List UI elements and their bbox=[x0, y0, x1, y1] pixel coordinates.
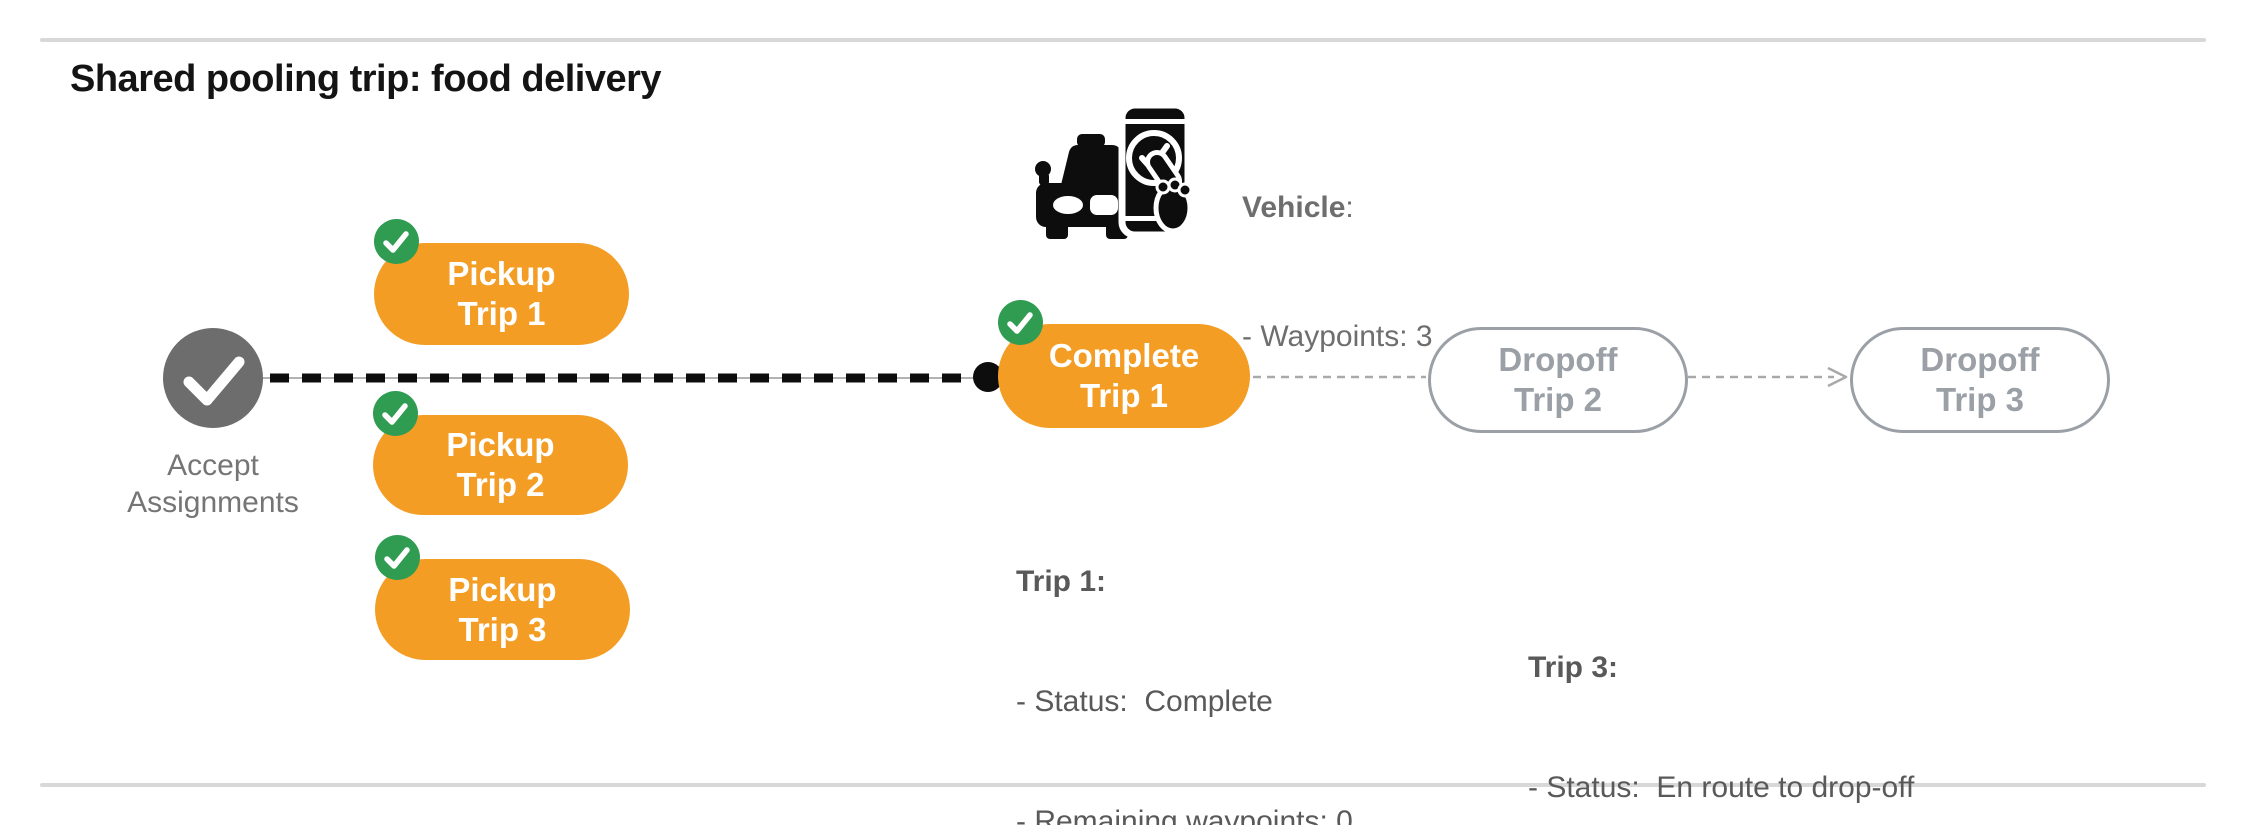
trip-3-label: Trip 3: bbox=[1528, 651, 1619, 684]
vehicle-waypoints: - Waypoints: 3 bbox=[1242, 320, 1433, 353]
arrowhead-icon bbox=[1827, 366, 1848, 388]
pickup-trip-3-node: Pickup Trip 3 bbox=[375, 535, 630, 660]
accept-assignments-node bbox=[163, 328, 263, 428]
pill-label-line2: Trip 1 bbox=[457, 295, 546, 332]
trip-1-waypoints-row: - Remaining waypoints: 0 bbox=[1016, 805, 1353, 825]
vehicle-label: Vehicle bbox=[1242, 191, 1346, 224]
pill-label-line1: Pickup bbox=[446, 426, 555, 463]
check-badge-icon bbox=[375, 535, 420, 580]
pill-label-line2: Trip 1 bbox=[1079, 377, 1169, 414]
accept-assignments-label: Accept Assignments bbox=[88, 447, 338, 521]
dropoff-trip-3-node: Dropoff Trip 3 bbox=[1850, 327, 2110, 433]
vehicle-colon: : bbox=[1345, 191, 1354, 224]
bottom-divider bbox=[40, 783, 2206, 787]
complete-trip-1-node: Complete Trip 1 bbox=[998, 300, 1250, 428]
pickup-trip-1-node: Pickup Trip 1 bbox=[374, 219, 629, 345]
pill-label-line2: Trip 2 bbox=[1513, 381, 1603, 418]
accept-label-line1: Accept bbox=[167, 449, 259, 482]
check-badge-icon bbox=[374, 219, 419, 264]
current-position-dot bbox=[973, 362, 1003, 392]
page-title: Shared pooling trip: food delivery bbox=[70, 58, 662, 100]
pill-label-line1: Dropoff bbox=[1920, 341, 2040, 378]
checkmark-icon bbox=[183, 356, 245, 406]
vehicle-label-row: Vehicle: bbox=[1242, 186, 1433, 229]
pill-label-line1: Pickup bbox=[447, 255, 556, 292]
vehicle-info: Vehicle: - Waypoints: 3 bbox=[1242, 100, 1433, 444]
trip-status-block-left: Trip 1: - Status: Complete - Remaining w… bbox=[1016, 482, 1402, 825]
pill-label-line1: Pickup bbox=[448, 570, 557, 608]
trip-3-status-row: - Status: En route to drop-off bbox=[1528, 771, 1915, 804]
pill-label-line2: Trip 3 bbox=[458, 610, 547, 648]
trip-status-block-right: Trip 3: - Status: En route to drop-off -… bbox=[1528, 568, 1914, 825]
pill-label-line2: Trip 2 bbox=[456, 466, 545, 503]
top-divider bbox=[40, 38, 2206, 42]
hand-part bbox=[1145, 150, 1192, 234]
check-badge-icon bbox=[998, 300, 1043, 345]
check-badge-icon bbox=[373, 391, 418, 436]
pill-label-line1: Dropoff bbox=[1498, 341, 1618, 378]
dropoff-trip-2-node: Dropoff Trip 2 bbox=[1428, 327, 1688, 433]
pill-label-line2: Trip 3 bbox=[1935, 381, 2025, 418]
trip-1-status-row: - Status: Complete bbox=[1016, 685, 1273, 718]
pill-label-line1: Complete bbox=[1048, 337, 1200, 374]
trip-1-label: Trip 1: bbox=[1016, 565, 1107, 598]
accept-label-line2: Assignments bbox=[127, 486, 299, 519]
pickup-trip-2-node: Pickup Trip 2 bbox=[373, 391, 628, 515]
car-phone-checkmark-icon bbox=[1035, 101, 1192, 239]
